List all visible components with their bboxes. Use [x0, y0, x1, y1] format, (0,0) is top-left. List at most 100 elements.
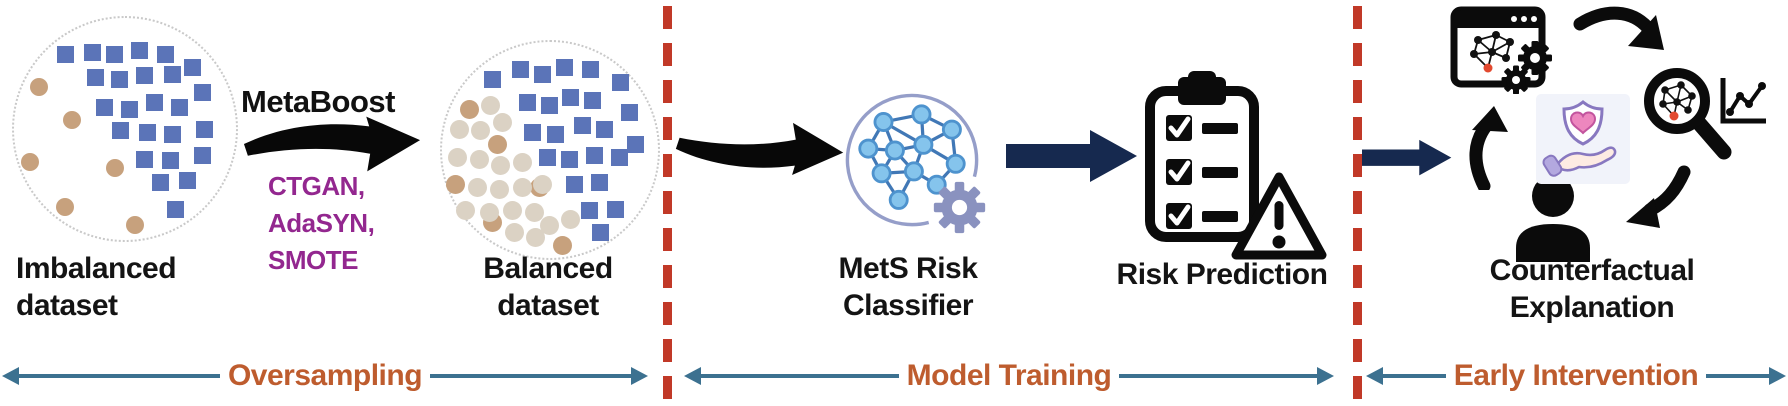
- majority-class-point: [105, 45, 123, 63]
- classifier-label: MetS Risk Classifier: [838, 252, 978, 322]
- majority-class-point: [161, 151, 179, 169]
- majority-class-point: [151, 173, 169, 191]
- majority-class-point: [135, 66, 153, 84]
- majority-class-point: [120, 100, 138, 118]
- majority-class-point: [626, 135, 644, 153]
- majority-class-point: [130, 41, 148, 59]
- majority-class-point: [611, 73, 629, 91]
- majority-class-point: [555, 58, 573, 76]
- majority-class-point: [540, 96, 558, 114]
- phase-label-oversampling: Oversampling: [227, 359, 423, 392]
- counterfactual-label: Counterfactual Explanation: [1489, 254, 1695, 324]
- majority-class-point: [565, 175, 583, 193]
- warning-triangle-icon: [1231, 172, 1327, 260]
- majority-class-point: [523, 123, 541, 141]
- balanced-dataset-label: Balanced dataset: [483, 252, 613, 322]
- minority-class-point: [492, 112, 512, 132]
- gear-icon: [1501, 65, 1531, 94]
- oversampling-algorithms-label: CTGAN, AdaSYN, SMOTE: [268, 171, 375, 275]
- minority-class-point: [470, 120, 490, 140]
- gear-icon: [933, 181, 986, 234]
- metaboost-label: MetaBoost: [241, 84, 395, 119]
- majority-class-point: [518, 93, 536, 111]
- majority-class-point: [193, 83, 211, 101]
- minority-class-point: [524, 202, 544, 222]
- majority-class-point: [135, 150, 153, 168]
- minority-class-point: [560, 209, 580, 229]
- majority-class-point: [546, 125, 564, 143]
- cycle-arrow-top-icon: [1573, 6, 1664, 50]
- majority-class-point: [56, 45, 74, 63]
- minority-class-point: [106, 159, 124, 177]
- majority-class-point: [166, 200, 184, 218]
- minority-class-point: [469, 149, 489, 169]
- majority-class-point: [580, 201, 598, 219]
- minority-class-point: [490, 155, 510, 175]
- phase-label-early-intervention: Early Intervention: [1453, 359, 1699, 392]
- majority-class-point: [561, 88, 579, 106]
- minority-class-point: [126, 216, 144, 234]
- majority-class-point: [585, 146, 603, 164]
- majority-class-point: [533, 65, 551, 83]
- minority-class-point: [21, 153, 39, 171]
- minority-class-point: [467, 177, 487, 197]
- phase-oversampling: Oversampling: [2, 355, 649, 397]
- majority-class-point: [111, 121, 129, 139]
- majority-class-point: [606, 200, 624, 218]
- metaboost-arrow-icon: [243, 116, 421, 172]
- minority-class-point: [532, 174, 552, 194]
- majority-class-point: [163, 65, 181, 83]
- minority-class-point: [479, 202, 499, 222]
- minority-class-point: [512, 177, 532, 197]
- majority-class-point: [620, 103, 638, 121]
- majority-class-point: [581, 60, 599, 78]
- phase-early-intervention: Early Intervention: [1366, 355, 1786, 397]
- section-divider-2: [1353, 6, 1362, 402]
- care-shield-heart-icon: [1536, 94, 1630, 184]
- minority-class-point: [30, 78, 48, 96]
- arrowhead-right-icon: [631, 367, 649, 385]
- risk-prediction-label: Risk Prediction: [1116, 258, 1328, 291]
- minority-class-point: [449, 119, 469, 139]
- training-flow-arrow-icon: [675, 122, 844, 175]
- flow-arrow-navy-2: [1362, 139, 1452, 176]
- phase-label-model-training: Model Training: [906, 359, 1112, 392]
- person-icon: [1516, 175, 1590, 262]
- majority-class-point: [591, 223, 609, 241]
- majority-class-point: [163, 125, 181, 143]
- minority-class-point: [552, 235, 572, 255]
- majority-class-point: [138, 123, 156, 141]
- majority-class-point: [86, 68, 104, 86]
- majority-class-point: [538, 148, 556, 166]
- minority-class-point: [487, 134, 507, 154]
- cycle-arrow-right-icon: [1626, 165, 1691, 228]
- majority-class-point: [511, 60, 529, 78]
- minority-class-point: [480, 95, 500, 115]
- section-divider-1: [663, 6, 672, 402]
- majority-class-point: [145, 93, 163, 111]
- risk-checklist-icon: [1145, 71, 1259, 242]
- minority-class-point: [512, 152, 532, 172]
- imbalanced-dataset-illustration: [12, 16, 238, 242]
- minority-class-point: [502, 200, 522, 220]
- arrowhead-left-icon: [684, 367, 701, 385]
- majority-class-point: [583, 91, 601, 109]
- arrowhead-left-icon: [1366, 367, 1383, 385]
- neural-network-classifier-icon: [845, 93, 986, 234]
- majority-class-point: [573, 116, 591, 134]
- model-window-icon: [1450, 6, 1552, 94]
- magnifier-network-icon: [1644, 68, 1732, 160]
- majority-class-point: [610, 148, 628, 166]
- arrowhead-left-icon: [2, 367, 19, 385]
- minority-class-point: [63, 111, 81, 129]
- majority-class-point: [83, 43, 101, 61]
- majority-class-point: [195, 120, 213, 138]
- minority-class-point: [539, 215, 559, 235]
- minority-class-point: [445, 174, 465, 194]
- majority-class-point: [183, 58, 201, 76]
- arrowhead-right-icon: [1769, 367, 1786, 385]
- arrowhead-right-icon: [1317, 367, 1335, 385]
- minority-class-point: [455, 200, 475, 220]
- cycle-arrow-left-icon: [1469, 106, 1508, 190]
